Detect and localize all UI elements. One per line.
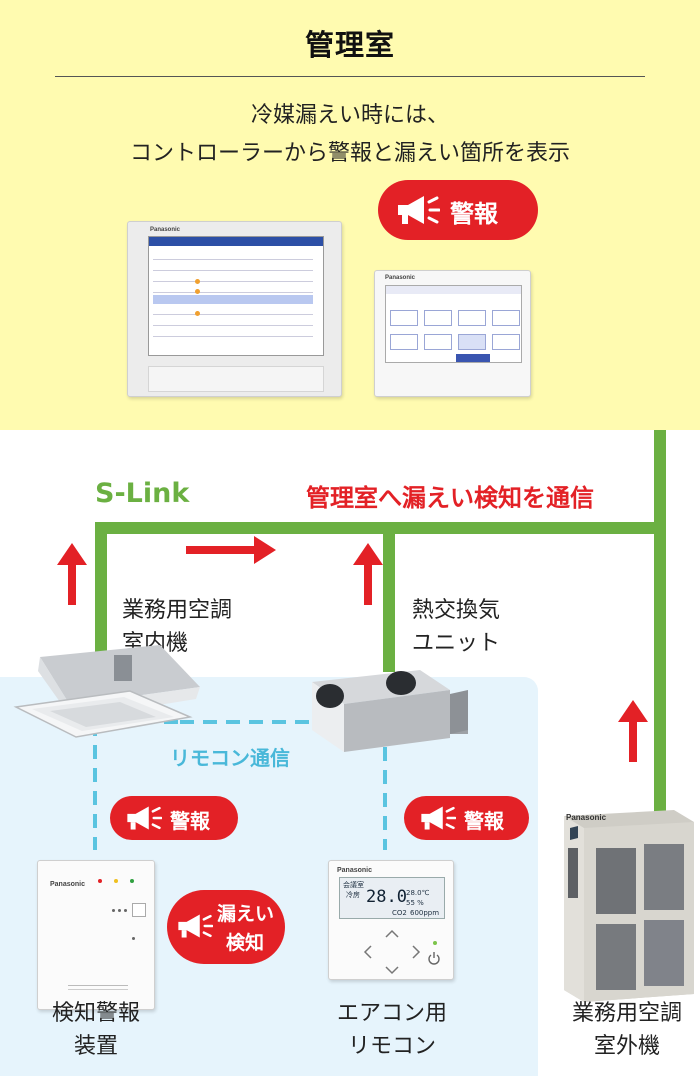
remote-communication-label: リモコン通信 (170, 746, 290, 770)
remote-directional-pad (363, 929, 421, 975)
outdoor-unit: Panasonic (564, 810, 694, 1002)
megaphone-icon (127, 806, 162, 830)
heat-exchange-ventilation-unit (312, 670, 468, 752)
right-arrow (186, 536, 276, 564)
system-controller: Panasonic (374, 270, 531, 397)
description-line-1: 冷媒漏えい時には、 (250, 103, 449, 128)
megaphone-icon (421, 806, 456, 830)
megaphone-icon (398, 196, 440, 224)
s-link-drop-indoor (95, 522, 107, 676)
leak-detection-label-1: 漏えい (217, 903, 275, 925)
touch-panel-brand: Panasonic (150, 227, 181, 233)
s-link-bus (95, 522, 666, 534)
up-arrow-indoor (57, 543, 87, 605)
power-icon (428, 952, 440, 965)
controller-alarm-callout: 警報 (378, 180, 538, 240)
s-link-drop-erv (383, 522, 395, 672)
remote-set-temperature: 28.0 (366, 887, 407, 907)
indoor-cassette-unit (13, 645, 200, 738)
leak-detection-label-2: 検知 (226, 932, 265, 954)
touch-panel-controller: Panasonic (127, 221, 342, 397)
outdoor-unit-label: 業務用空調 室外機 (571, 1001, 682, 1059)
system-controller-brand: Panasonic (385, 275, 416, 281)
description-line-2: コントローラーから警報と漏えい箇所を表示 (129, 141, 570, 166)
control-room-title: 管理室 (304, 28, 395, 62)
control-room-area: 管理室 冷媒漏えい時には、 コントローラーから警報と漏えい箇所を表示 Panas… (0, 0, 700, 430)
megaphone-icon (178, 914, 213, 938)
detector-label: 検知警報 装置 (51, 1001, 140, 1059)
air-conditioner-remote-control: Panasonic 会議室 冷房 28.0 28.0℃ 55 % CO2 600… (328, 860, 454, 980)
s-link-label: S-Link (95, 478, 190, 509)
title-divider (55, 76, 645, 77)
leak-detection-alarm-device: Panasonic (37, 860, 155, 1010)
touch-panel-lower-cover (148, 366, 324, 392)
system-controller-screen (385, 285, 522, 363)
remote-alarm-label: 警報 (464, 809, 504, 833)
up-arrow-outdoor (618, 700, 648, 762)
erv-unit-label: 熱交換気 ユニット (412, 598, 501, 656)
controller-alarm-label: 警報 (450, 200, 498, 228)
remote-alarm-callout: 警報 (404, 796, 529, 840)
indoor-unit-label: 業務用空調 室内機 (122, 598, 233, 656)
leak-detection-callout: 漏えい 検知 (167, 890, 285, 964)
indoor-alarm-callout: 警報 (110, 796, 238, 840)
indoor-alarm-label: 警報 (170, 809, 210, 833)
leak-report-label: 管理室へ漏えい検知を通信 (306, 484, 594, 512)
remote-label: エアコン用 リモコン (336, 1001, 447, 1059)
remote-lcd-screen: 会議室 冷房 28.0 28.0℃ 55 % CO2 600ppm (339, 877, 445, 919)
svg-text:Panasonic: Panasonic (566, 813, 607, 822)
touch-panel-screen (148, 236, 324, 356)
up-arrow-erv (353, 543, 383, 605)
